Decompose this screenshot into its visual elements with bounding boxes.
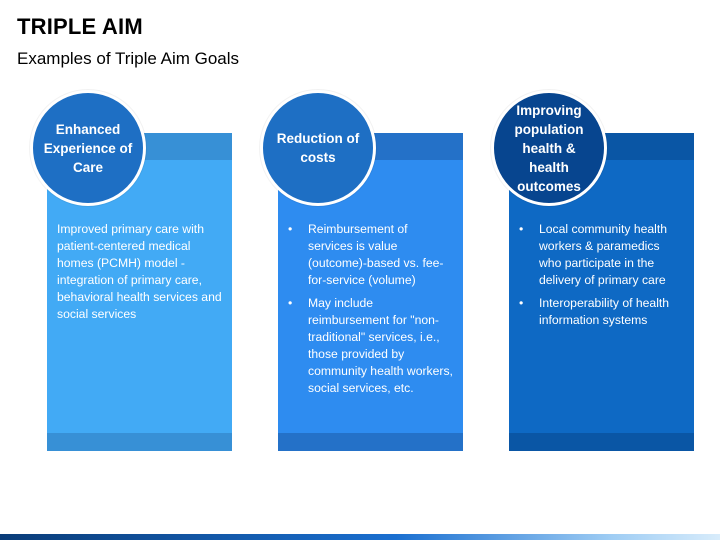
circle-heading-text: Reduction of costs [276, 131, 360, 165]
slide-subtitle: Examples of Triple Aim Goals [17, 49, 240, 68]
card-body-list: • Reimbursement of services is value (out… [288, 221, 453, 403]
list-item-text: May include reimbursement for "non-tradi… [308, 296, 453, 395]
circle-heading-text: Enhanced Experience of Care [43, 121, 133, 175]
card-experience-of-care: Improved primary care with patient-cente… [47, 133, 232, 451]
card-bottom-band [509, 433, 694, 451]
list-item-text: Reimbursement of services is value (outc… [308, 222, 444, 287]
circle-heading-population: Improving population health & health out… [491, 90, 607, 206]
circle-heading-text: Improving population health & health out… [514, 102, 584, 194]
card-bottom-band [47, 433, 232, 451]
card-bottom-band [278, 433, 463, 451]
list-item: • May include reimbursement for "non-trad… [288, 295, 453, 397]
list-item-text: Interoperability of health information s… [539, 296, 670, 327]
circle-heading-experience: Enhanced Experience of Care [30, 90, 146, 206]
bullet-icon: • [519, 296, 524, 310]
card-body-list: • Local community health workers & parame… [519, 221, 684, 335]
bullet-icon: • [519, 222, 524, 236]
list-item: • Reimbursement of services is value (out… [288, 221, 453, 289]
bullet-icon: • [288, 222, 293, 236]
footer-gradient-bar [0, 534, 720, 540]
list-item: • Local community health workers & parame… [519, 221, 684, 289]
list-item-text: Local community health workers & paramed… [539, 222, 668, 287]
list-item: • Interoperability of health information … [519, 295, 684, 329]
card-body-text: Improved primary care with patient-cente… [57, 222, 222, 321]
circle-heading-costs: Reduction of costs [260, 90, 376, 206]
slide-title: TRIPLE AIM [17, 14, 143, 39]
bullet-icon: • [288, 296, 293, 310]
